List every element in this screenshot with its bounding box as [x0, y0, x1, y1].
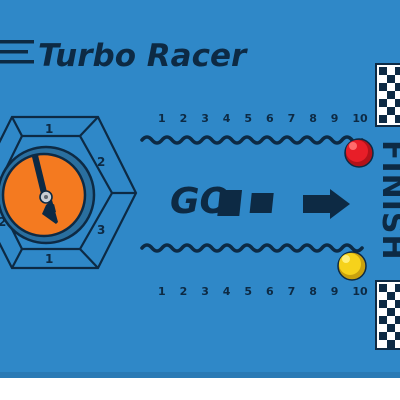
top-track-number: 1	[158, 112, 166, 125]
bottom-track-number: 6	[266, 285, 274, 298]
red-peg[interactable]	[344, 138, 374, 168]
segment-label-top: 1	[45, 122, 53, 136]
spinner-dial[interactable]	[0, 145, 96, 245]
finish-label: FINISH	[375, 140, 400, 261]
panel-edge	[0, 372, 400, 378]
spinner-hub-bolt	[44, 195, 48, 199]
top-track-number: 2	[180, 112, 188, 125]
bottom-track-number: 1	[158, 285, 166, 298]
segment-label-left: 2	[0, 215, 6, 229]
top-track-number: 7	[288, 112, 296, 125]
yellow-peg[interactable]	[337, 251, 367, 281]
bottom-track-number: 2	[180, 285, 188, 298]
top-track-number: 4	[223, 112, 231, 125]
top-track-number: 8	[309, 112, 317, 125]
checkered-flag-top-icon	[375, 63, 400, 127]
checkered-flag-bottom-icon	[375, 280, 400, 350]
arrow-right-icon	[217, 189, 350, 219]
bottom-track-number: 8	[309, 285, 317, 298]
bottom-track-number: 4	[223, 285, 231, 298]
title: Turbo Racer	[38, 38, 248, 74]
bottom-track-number: 3	[201, 285, 209, 298]
top-track-line	[140, 135, 364, 145]
bottom-track-line	[140, 243, 364, 253]
top-track-number: 3	[201, 112, 209, 125]
top-track-number: 6	[266, 112, 274, 125]
top-track-number: 9	[331, 112, 339, 125]
arrow-down-icon	[32, 155, 58, 224]
segment-label-upper-right: 2	[97, 155, 105, 169]
segment-label-lower-right: 3	[97, 223, 105, 237]
speed-lines-icon	[0, 40, 34, 64]
segment-label-bottom: 1	[45, 252, 53, 266]
bottom-track-number: 5	[244, 285, 252, 298]
bottom-track-number: 10	[352, 285, 368, 298]
bottom-track-number: 9	[331, 285, 339, 298]
top-track-number: 5	[244, 112, 252, 125]
bottom-track-number: 7	[288, 285, 296, 298]
spinner-board	[0, 115, 138, 270]
top-track-number: 10	[352, 112, 368, 125]
